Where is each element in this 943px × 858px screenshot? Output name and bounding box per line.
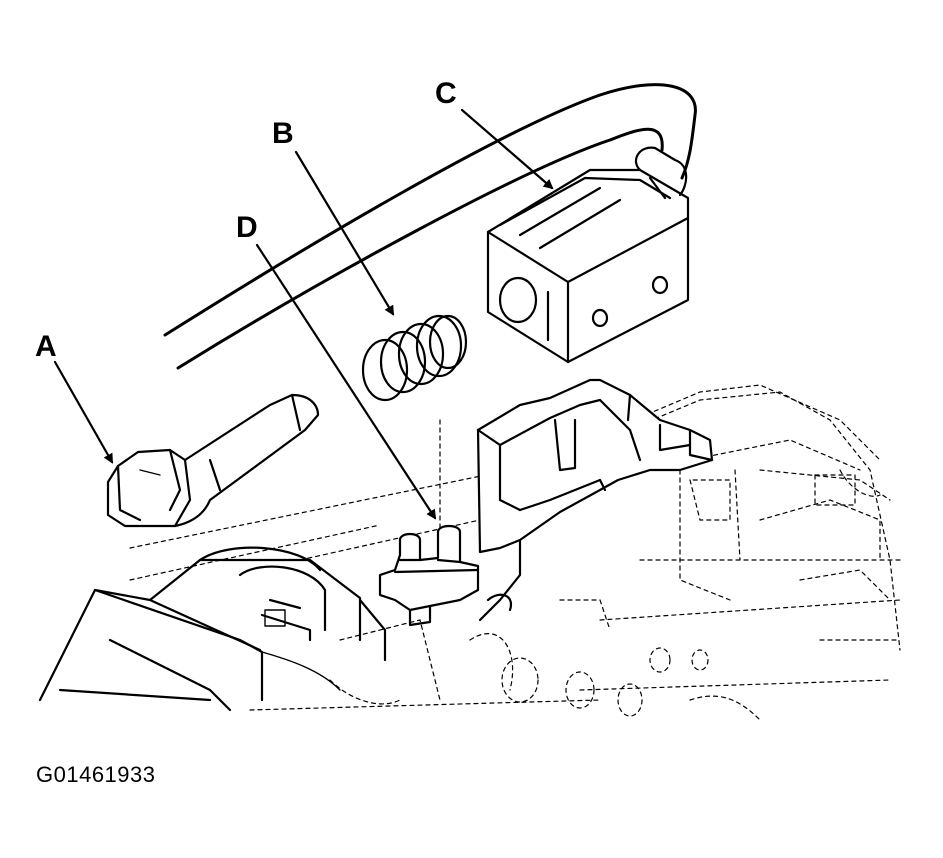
callout-label-d: D xyxy=(236,211,258,244)
callout-label-a: A xyxy=(35,330,57,363)
leader-arrow-d xyxy=(255,243,437,520)
wire-harness xyxy=(163,83,697,370)
leader-arrow-b xyxy=(294,150,395,316)
transmission-housing xyxy=(129,384,901,721)
part-d-plunger-assembly xyxy=(378,524,480,627)
valve-body-bracket xyxy=(476,378,714,622)
part-b-spring xyxy=(361,314,468,402)
figure-id: G01461933 xyxy=(36,762,156,787)
callout-label-c: C xyxy=(435,77,457,110)
leader-arrow-a xyxy=(53,360,114,464)
housing-front-block xyxy=(38,546,387,712)
part-a-sleeve xyxy=(106,393,320,528)
leader-arrow-c xyxy=(460,108,554,190)
callout-label-b: B xyxy=(272,117,294,150)
part-c-solenoid xyxy=(486,146,690,364)
